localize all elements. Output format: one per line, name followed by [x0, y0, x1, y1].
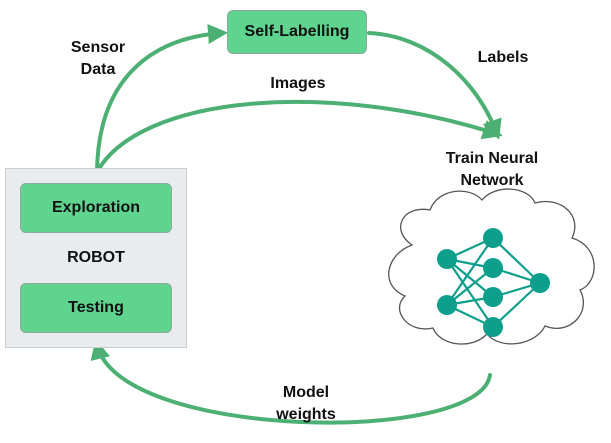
train-network-line-2: Network: [460, 172, 524, 189]
model-weights-line-1: Model: [282, 384, 330, 401]
neural-network-icon: [437, 228, 550, 337]
self-labelling-box: Self-Labelling: [227, 10, 367, 54]
labels-arrow: [367, 31, 502, 140]
exploration-box: Exploration: [20, 183, 172, 233]
train-network-label: Train Neural Network: [422, 148, 562, 192]
model-weights-line-2: weights: [276, 406, 336, 423]
model-weights-arrow: [90, 339, 492, 425]
testing-label: Testing: [68, 299, 124, 316]
sensor-data-line-1: Sensor: [70, 39, 126, 56]
self-labelling-label: Self-Labelling: [244, 23, 350, 40]
sensor-data-label: Sensor Data: [58, 37, 138, 81]
images-arrow: [95, 99, 503, 174]
exploration-label: Exploration: [51, 199, 140, 216]
testing-box: Testing: [20, 283, 172, 333]
sensor-data-arrow: [95, 24, 228, 174]
train-network-line-1: Train Neural: [445, 150, 539, 167]
images-label: Images: [270, 75, 326, 92]
sensor-data-line-2: Data: [80, 61, 116, 78]
labels-label: Labels: [477, 49, 529, 66]
robot-label: ROBOT: [67, 249, 125, 266]
model-weights-label: Model weights: [256, 382, 356, 426]
